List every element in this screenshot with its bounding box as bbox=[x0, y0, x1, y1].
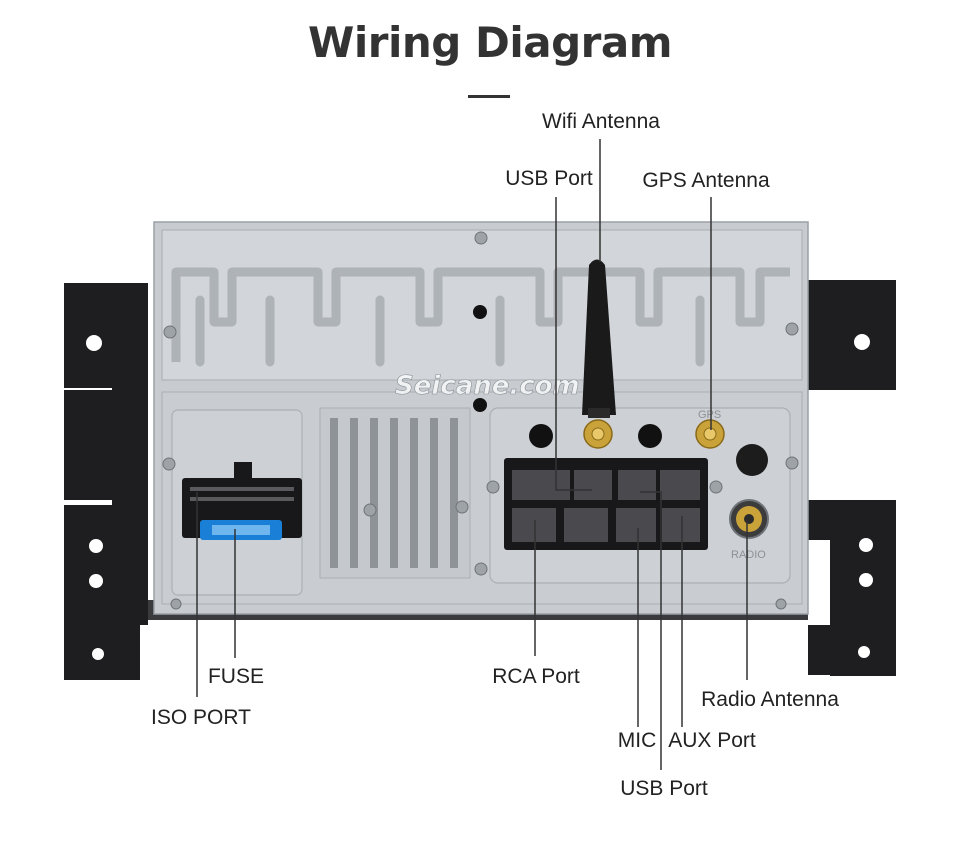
right-mounting-bracket bbox=[808, 280, 896, 676]
label-radio-antenna: Radio Antenna bbox=[701, 688, 839, 711]
gps-marking: GPS bbox=[698, 409, 721, 421]
label-gps-antenna: GPS Antenna bbox=[642, 169, 770, 192]
wifi-antenna bbox=[582, 259, 616, 418]
label-fuse: FUSE bbox=[208, 665, 264, 688]
bracket-hole bbox=[92, 648, 104, 660]
bracket-hole bbox=[859, 538, 873, 552]
radio-marking: RADIO bbox=[731, 549, 766, 561]
label-wifi-antenna: Wifi Antenna bbox=[542, 110, 660, 133]
leader-usb-port-bottom bbox=[640, 491, 662, 770]
left-mounting-bracket bbox=[64, 283, 148, 680]
radio-antenna-socket bbox=[729, 499, 769, 539]
bracket-hole bbox=[854, 334, 870, 350]
label-aux-port: AUX Port bbox=[668, 729, 756, 752]
head-unit-chassis bbox=[148, 221, 809, 620]
iso-connector bbox=[182, 462, 302, 540]
page-title: Wiring Diagram bbox=[308, 18, 672, 67]
bracket-hole bbox=[86, 335, 102, 351]
label-rca-port: RCA Port bbox=[492, 665, 580, 688]
leader-lines bbox=[196, 139, 748, 770]
label-usb-port-bottom: USB Port bbox=[620, 777, 708, 800]
wifi-antenna-connector bbox=[583, 419, 613, 449]
watermark: Seicane.com bbox=[395, 371, 580, 401]
label-usb-port-top: USB Port bbox=[505, 167, 593, 190]
bracket-hole bbox=[89, 574, 103, 588]
label-mic: MIC bbox=[618, 729, 657, 752]
bracket-hole bbox=[89, 539, 103, 553]
title-underline bbox=[468, 95, 510, 98]
gps-antenna-connector bbox=[695, 419, 725, 449]
rca-usb-aux-connector-block bbox=[504, 458, 708, 550]
bracket-hole bbox=[858, 646, 870, 658]
label-iso-port: ISO PORT bbox=[151, 706, 251, 729]
bracket-hole bbox=[859, 573, 873, 587]
leader-usb-port-top bbox=[555, 197, 592, 491]
